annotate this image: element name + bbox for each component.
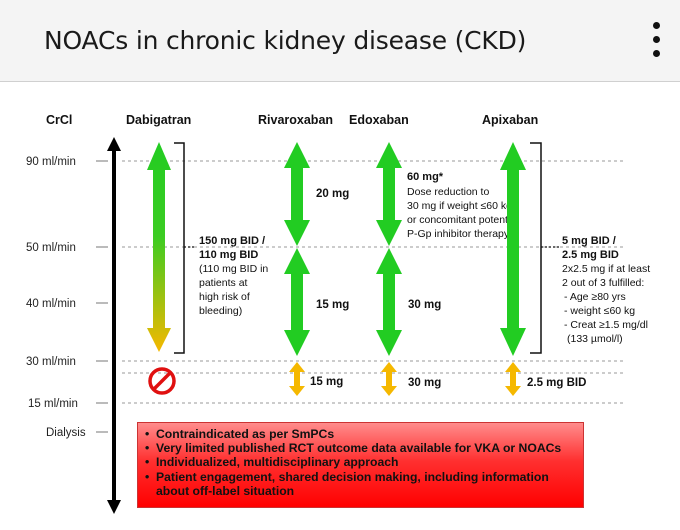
note-patient-engagement: Patient engagement, shared decision maki… xyxy=(145,470,583,498)
rivaroxaban-upper-dose: 20 mg xyxy=(316,188,349,200)
apixaban-header: Apixaban xyxy=(482,113,538,127)
level-label-40: 40 ml/min xyxy=(26,298,76,310)
edoxaban-note-3: or concomitant potent xyxy=(407,214,508,226)
page-title: NOACs in chronic kidney disease (CKD) xyxy=(44,26,527,55)
prohibited-icon xyxy=(148,367,176,395)
dabigatran-dose-1: 150 mg BID / xyxy=(199,235,265,247)
app-header: NOACs in chronic kidney disease (CKD) xyxy=(0,0,680,82)
rivaroxaban-low-crcl-dose: 15 mg xyxy=(310,376,343,388)
rivaroxaban-header: Rivaroxaban xyxy=(258,113,333,127)
rivaroxaban-upper-arrow xyxy=(284,142,310,246)
note-limited-data: Very limited published RCT outcome data … xyxy=(145,441,583,455)
edoxaban-header: Edoxaban xyxy=(349,113,409,127)
rivaroxaban-lower-arrow xyxy=(284,248,310,356)
edoxaban-note-1: Dose reduction to xyxy=(407,186,489,198)
apixaban-note-4: - weight ≤60 kg xyxy=(564,305,635,317)
apixaban-bracket xyxy=(530,142,542,354)
level-ticks xyxy=(96,160,108,433)
apixaban-amber-arrow xyxy=(505,362,521,396)
apixaban-note-2: 2 out of 3 fulfilled: xyxy=(562,277,644,289)
dabigatran-bracket xyxy=(174,142,185,354)
level-label-15: 15 ml/min xyxy=(28,398,78,410)
edoxaban-low-crcl-dose: 30 mg xyxy=(408,377,441,389)
edoxaban-note-4: P-Gp inhibitor therapy xyxy=(407,228,510,240)
edoxaban-lower-dose: 30 mg xyxy=(408,299,441,311)
rivaroxaban-lower-dose: 15 mg xyxy=(316,299,349,311)
dabigatran-header: Dabigatran xyxy=(126,113,191,127)
crcl-axis-arrow xyxy=(107,137,121,514)
crcl-header: CrCl xyxy=(46,113,72,127)
apixaban-range-arrow xyxy=(500,142,526,356)
apixaban-note-1: 2x2.5 mg if at least xyxy=(562,263,650,275)
apixaban-note-5: - Creat ≥1.5 mg/dl xyxy=(564,319,648,331)
dabigatran-note-1: (110 mg BID in xyxy=(199,263,268,275)
dabigatran-note-3: high risk of xyxy=(199,291,250,303)
apixaban-low-crcl-dose: 2.5 mg BID xyxy=(527,377,586,389)
edoxaban-lower-arrow xyxy=(376,248,402,356)
apixaban-dose-2: 2.5 mg BID xyxy=(562,249,619,261)
level-label-90: 90 ml/min xyxy=(26,156,76,168)
more-vertical-icon[interactable] xyxy=(650,20,664,60)
edoxaban-upper-arrow xyxy=(376,142,402,246)
dabigatran-note-2: patients at xyxy=(199,277,248,289)
level-label-50: 50 ml/min xyxy=(26,242,76,254)
note-contraindicated: Contraindicated as per SmPCs xyxy=(145,427,583,441)
gridlines xyxy=(122,160,625,404)
edoxaban-upper-dose: 60 mg* xyxy=(407,171,444,183)
dosing-diagram: CrCl Dabigatran Rivaroxaban Edoxaban Api… xyxy=(26,113,650,514)
apixaban-note-3: - Age ≥80 yrs xyxy=(564,291,626,303)
dabigatran-range-arrow xyxy=(147,142,171,352)
dabigatran-note-4: bleeding) xyxy=(199,305,242,317)
apixaban-note-6: (133 µmol/l) xyxy=(567,333,623,345)
apixaban-dose-1: 5 mg BID / xyxy=(562,235,616,247)
notes-box: Contraindicated as per SmPCs Very limite… xyxy=(137,422,584,508)
level-label-30: 30 ml/min xyxy=(26,356,76,368)
rivaroxaban-amber-arrow xyxy=(289,362,305,396)
note-individualized: Individualized, multidisciplinary approa… xyxy=(145,455,583,469)
level-label-dialysis: Dialysis xyxy=(46,427,86,439)
dabigatran-dose-2: 110 mg BID xyxy=(199,249,258,261)
edoxaban-note-2: 30 mg if weight ≤60 kg xyxy=(407,200,512,212)
edoxaban-amber-arrow xyxy=(381,362,397,396)
